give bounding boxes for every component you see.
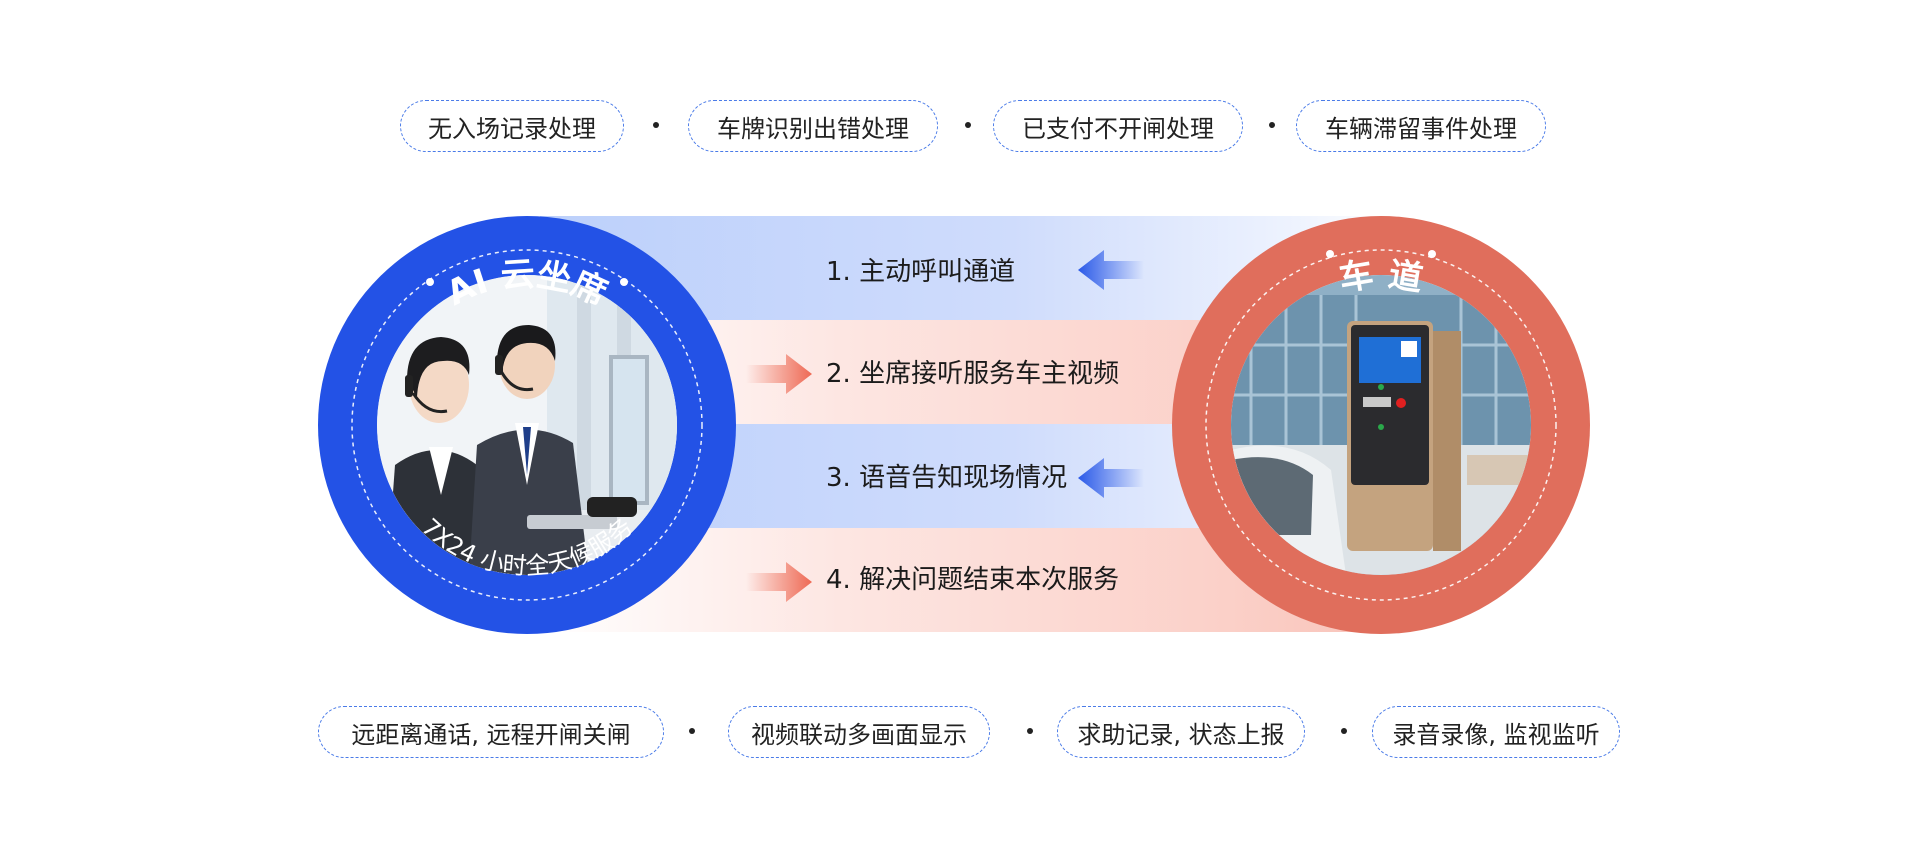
top-tag: 已支付不开闸处理 xyxy=(993,100,1243,152)
arrow-left-icon xyxy=(1078,250,1144,290)
separator-dot xyxy=(689,728,695,734)
lane-title: 车 道 xyxy=(1336,255,1425,300)
step-label: 2. 坐席接听服务车主视频 xyxy=(826,359,1120,389)
svg-text:车 道: 车 道 xyxy=(1336,255,1425,300)
lane-circle: 车 道 xyxy=(1172,216,1590,634)
bottom-tag: 远距离通话, 远程开闸关闸 xyxy=(318,706,664,758)
step-label: 1. 主动呼叫通道 xyxy=(826,257,1016,287)
svg-text:7X24 小时全天候服务: 7X24 小时全天候服务 xyxy=(416,513,638,581)
top-tag: 车辆滞留事件处理 xyxy=(1296,100,1546,152)
separator-dot xyxy=(965,122,971,128)
separator-dot xyxy=(653,122,659,128)
top-tag: 车牌识别出错处理 xyxy=(688,100,938,152)
bottom-tag: 求助记录, 状态上报 xyxy=(1057,706,1305,758)
step-label: 3. 语音告知现场情况 xyxy=(826,463,1068,493)
lane-labels: 车 道 xyxy=(1336,255,1425,300)
svg-text:AI 云坐席: AI 云坐席 xyxy=(440,254,612,314)
separator-dot xyxy=(1027,728,1033,734)
bottom-tag: 录音录像, 监视监听 xyxy=(1372,706,1620,758)
bottom-tags-row: 远距离通话, 远程开闸关闸 视频联动多画面显示 求助记录, 状态上报 录音录像,… xyxy=(0,706,1921,762)
separator-dot xyxy=(1269,122,1275,128)
step-label: 4. 解决问题结束本次服务 xyxy=(826,565,1120,595)
ai-seat-labels: AI 云坐席 7X24 小时全天候服务 xyxy=(416,254,638,581)
arrow-right-icon xyxy=(746,562,812,602)
arrow-left-icon xyxy=(1078,458,1144,498)
arrow-right-icon xyxy=(746,354,812,394)
ai-seat-subtitle: 7X24 小时全天候服务 xyxy=(416,513,638,581)
top-tag: 无入场记录处理 xyxy=(400,100,624,152)
bottom-tag: 视频联动多画面显示 xyxy=(728,706,990,758)
separator-dot xyxy=(1341,728,1347,734)
ai-seat-title: AI 云坐席 xyxy=(440,254,612,314)
ai-seat-circle: AI 云坐席 7X24 小时全天候服务 xyxy=(318,216,736,634)
top-tags-row: 无入场记录处理 车牌识别出错处理 已支付不开闸处理 车辆滞留事件处理 xyxy=(0,100,1921,156)
